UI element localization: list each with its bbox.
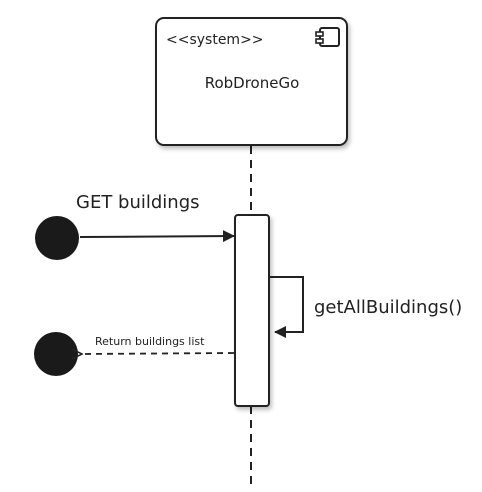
component-name: RobDroneGo (205, 74, 300, 92)
caller-actor[interactable] (35, 216, 79, 260)
component-box (155, 17, 348, 146)
component-stereotype: <<system>> (166, 32, 264, 48)
self-call-label: getAllBuildings() (314, 297, 462, 318)
response-arrow (82, 353, 235, 354)
receiver-actor[interactable] (34, 332, 78, 376)
component-icon (315, 27, 340, 47)
response-label: Return buildings list (95, 335, 205, 348)
self-call-arrow (270, 276, 304, 338)
activation-bar (234, 214, 270, 407)
request-arrow (79, 230, 235, 243)
request-label: GET buildings (76, 192, 200, 213)
system-component[interactable]: <<system>> RobDroneGo (155, 17, 348, 146)
